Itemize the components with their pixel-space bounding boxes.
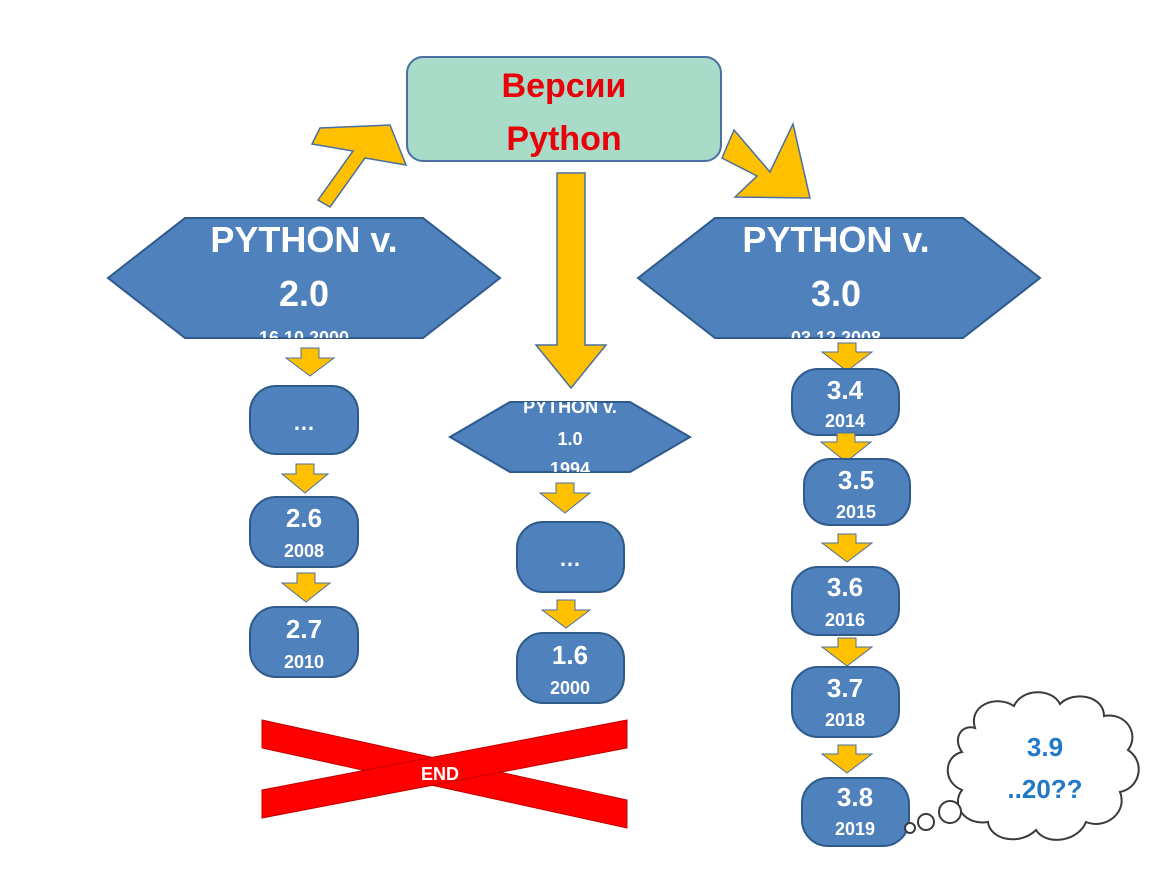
end-cross-bar-2 xyxy=(261,719,628,819)
header-v1-date: 1994 xyxy=(550,459,590,479)
header-v3-hexagon xyxy=(636,217,1042,339)
node-v3-4 xyxy=(801,777,910,847)
node-v3-0-year: 2014 xyxy=(825,411,865,431)
header-v2-version: 2.0 xyxy=(279,273,329,314)
cloud-bubble-small xyxy=(904,822,916,834)
header-v1-hexagon xyxy=(448,401,692,473)
node-v3-0-version: 3.4 xyxy=(827,375,864,405)
cloud-bubble-large xyxy=(938,800,962,824)
node-v3-3 xyxy=(791,666,900,738)
arrow-v3-2 xyxy=(819,432,873,463)
node-v2-1 xyxy=(249,496,359,568)
node-v3-3-year: 2018 xyxy=(825,710,865,730)
node-v1-1-version: 1.6 xyxy=(552,640,588,670)
arrow-v3-1 xyxy=(820,342,874,372)
cloud-shape xyxy=(946,691,1140,841)
node-v1-1 xyxy=(516,632,625,704)
node-v2-2-year: 2010 xyxy=(284,652,324,672)
end-label: END xyxy=(421,764,459,784)
header-v2-title: PYTHON v. xyxy=(210,219,397,260)
node-v3-3-version: 3.7 xyxy=(827,673,863,703)
node-v3-1-year: 2015 xyxy=(836,502,876,522)
node-v3-1-version: 3.5 xyxy=(838,465,874,495)
node-v2-0 xyxy=(249,385,359,455)
node-v2-2-version: 2.7 xyxy=(286,614,322,644)
arrow-v2-3 xyxy=(280,572,332,603)
node-v2-2 xyxy=(249,606,359,678)
node-v3-2 xyxy=(791,566,900,636)
node-v2-1-version: 2.6 xyxy=(286,503,322,533)
node-v3-2-year: 2016 xyxy=(825,610,865,630)
arrow-v1-1 xyxy=(538,482,592,514)
node-v2-1-year: 2008 xyxy=(284,541,324,561)
header-v2-hexagon xyxy=(106,217,502,339)
node-v1-1-year: 2000 xyxy=(550,678,590,698)
title-line-1: Версии xyxy=(502,67,627,105)
cloud-bubble-medium xyxy=(917,813,935,831)
arrow-v3-4 xyxy=(820,637,874,667)
arrow-v3-3 xyxy=(820,533,874,563)
node-v1-0-version: … xyxy=(559,546,581,571)
header-v1-title: PYTHON v. xyxy=(523,397,617,417)
arrow-to-v1 xyxy=(534,172,608,390)
node-v3-4-year: 2019 xyxy=(835,819,875,839)
node-v3-4-version: 3.8 xyxy=(837,782,873,812)
arrow-to-v3 xyxy=(721,121,811,199)
header-v3-date: 03.12.2008 xyxy=(791,328,881,348)
title-box xyxy=(406,56,722,162)
arrow-to-v2 xyxy=(310,124,408,208)
header-v2-date: 16.10.2000 xyxy=(259,328,349,348)
thought-cloud xyxy=(904,691,1140,841)
arrow-v2-2 xyxy=(280,463,330,494)
arrow-v3-5 xyxy=(820,744,874,774)
arrow-v1-2 xyxy=(540,599,592,629)
header-v3-title: PYTHON v. xyxy=(742,219,929,260)
node-v2-0-version: … xyxy=(293,410,315,435)
header-v3-version: 3.0 xyxy=(811,273,861,314)
node-v3-1 xyxy=(803,458,911,526)
node-v1-0 xyxy=(516,521,625,593)
cloud-line-1: 3.9 xyxy=(1027,732,1063,762)
node-v3-2-version: 3.6 xyxy=(827,572,863,602)
title-line-2: Python xyxy=(506,120,621,158)
arrow-v2-1 xyxy=(284,347,336,377)
header-v1-version: 1.0 xyxy=(557,429,582,449)
cloud-line-2: ..20?? xyxy=(1007,774,1082,804)
